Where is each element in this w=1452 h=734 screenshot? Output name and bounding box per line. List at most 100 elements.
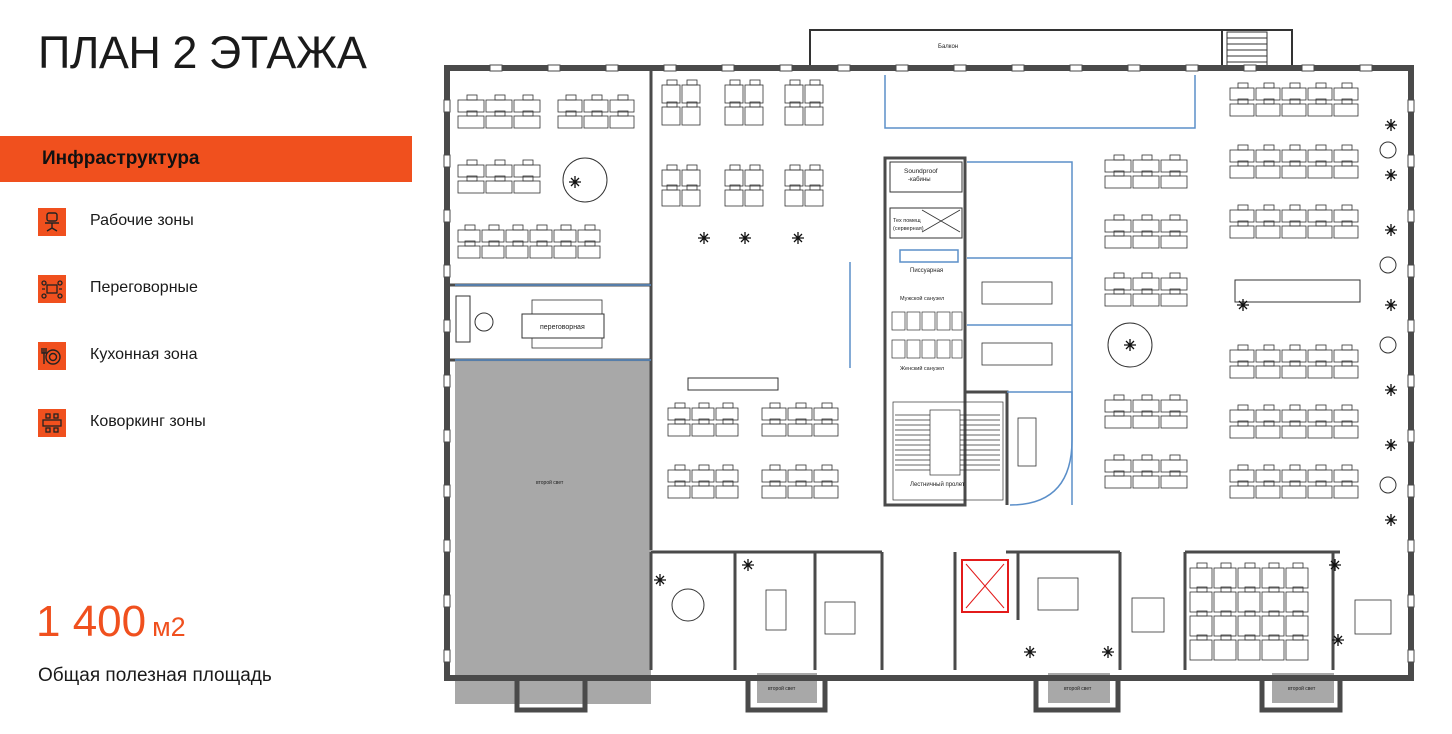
desk xyxy=(1281,165,1307,179)
desk xyxy=(813,485,839,499)
window xyxy=(1243,64,1257,72)
chair xyxy=(1341,360,1353,367)
desk xyxy=(1229,103,1255,117)
chair xyxy=(488,240,500,247)
legend-header: Инфраструктура xyxy=(0,136,412,182)
chair xyxy=(494,159,506,166)
desk xyxy=(1237,567,1261,589)
chair xyxy=(729,79,741,86)
desk xyxy=(804,189,824,207)
chair xyxy=(1169,154,1181,161)
window xyxy=(1185,64,1199,72)
chair xyxy=(674,480,686,487)
window xyxy=(443,209,451,223)
meeting-table xyxy=(1354,599,1392,635)
desk xyxy=(1281,425,1307,439)
chair xyxy=(666,79,678,86)
plant-icon xyxy=(654,574,666,586)
chair xyxy=(1196,634,1208,641)
chair xyxy=(1237,220,1249,227)
desk xyxy=(513,180,541,194)
chair xyxy=(1289,404,1301,411)
desk xyxy=(661,84,681,104)
desk xyxy=(761,469,787,483)
chair xyxy=(789,79,801,86)
meeting-label: переговорная xyxy=(540,324,585,331)
desk xyxy=(1132,415,1160,429)
window xyxy=(1011,64,1025,72)
chair xyxy=(1289,144,1301,151)
desk xyxy=(1285,639,1309,661)
chair xyxy=(749,79,761,86)
chair xyxy=(522,159,534,166)
balcony-label: Балкон xyxy=(938,44,958,50)
chair xyxy=(522,110,534,117)
chair xyxy=(722,418,734,425)
desk xyxy=(481,229,505,243)
window xyxy=(1407,649,1415,663)
freight-lift xyxy=(961,559,1009,613)
desk xyxy=(1333,485,1359,499)
chair xyxy=(698,418,710,425)
chair xyxy=(617,94,629,101)
desk xyxy=(1132,235,1160,249)
chair xyxy=(591,110,603,117)
chair xyxy=(1315,344,1327,351)
round-lounge-tables xyxy=(562,141,1397,622)
chair xyxy=(1220,634,1232,641)
window xyxy=(489,64,503,72)
desk xyxy=(1261,567,1285,589)
desk xyxy=(1307,225,1333,239)
chair xyxy=(494,110,506,117)
chair xyxy=(1289,464,1301,471)
chair xyxy=(789,184,801,191)
desk xyxy=(1261,615,1285,637)
desk xyxy=(1307,469,1333,483)
chair xyxy=(729,164,741,171)
desk xyxy=(804,84,824,104)
desk xyxy=(784,84,804,104)
chair xyxy=(1263,98,1275,105)
desk xyxy=(724,169,744,187)
desk xyxy=(457,115,485,129)
desk xyxy=(1160,277,1188,291)
plant-icon xyxy=(1385,224,1397,236)
chair xyxy=(1244,634,1256,641)
plant-icon xyxy=(1385,514,1397,526)
chair xyxy=(1113,410,1125,417)
chair xyxy=(666,101,678,108)
chair xyxy=(674,464,686,471)
desk xyxy=(813,469,839,483)
chair xyxy=(1141,410,1153,417)
chair xyxy=(1141,470,1153,477)
second-light-void xyxy=(455,362,651,704)
kitchen-plate-icon xyxy=(38,342,66,370)
area-unit: м2 xyxy=(152,612,186,642)
window xyxy=(443,319,451,333)
desk xyxy=(1213,639,1237,661)
desk xyxy=(513,115,541,129)
window xyxy=(1407,99,1415,113)
desk xyxy=(1104,475,1132,489)
desk xyxy=(1132,219,1160,233)
window xyxy=(443,154,451,168)
desk xyxy=(485,115,513,129)
chair xyxy=(749,101,761,108)
chair xyxy=(1315,144,1327,151)
plant-icon xyxy=(1385,384,1397,396)
chair xyxy=(1263,160,1275,167)
desk xyxy=(691,423,715,437)
chair xyxy=(1263,82,1275,89)
desk xyxy=(505,245,529,259)
window xyxy=(1407,374,1415,388)
chair xyxy=(1141,230,1153,237)
area-number: 1 400 xyxy=(36,597,147,646)
legend-label: Рабочие зоны xyxy=(90,212,194,229)
desk xyxy=(1281,469,1307,483)
chair xyxy=(1141,272,1153,279)
chair xyxy=(686,184,698,191)
desk xyxy=(481,245,505,259)
chair xyxy=(536,224,548,231)
desk xyxy=(661,106,681,126)
desk xyxy=(1307,87,1333,101)
